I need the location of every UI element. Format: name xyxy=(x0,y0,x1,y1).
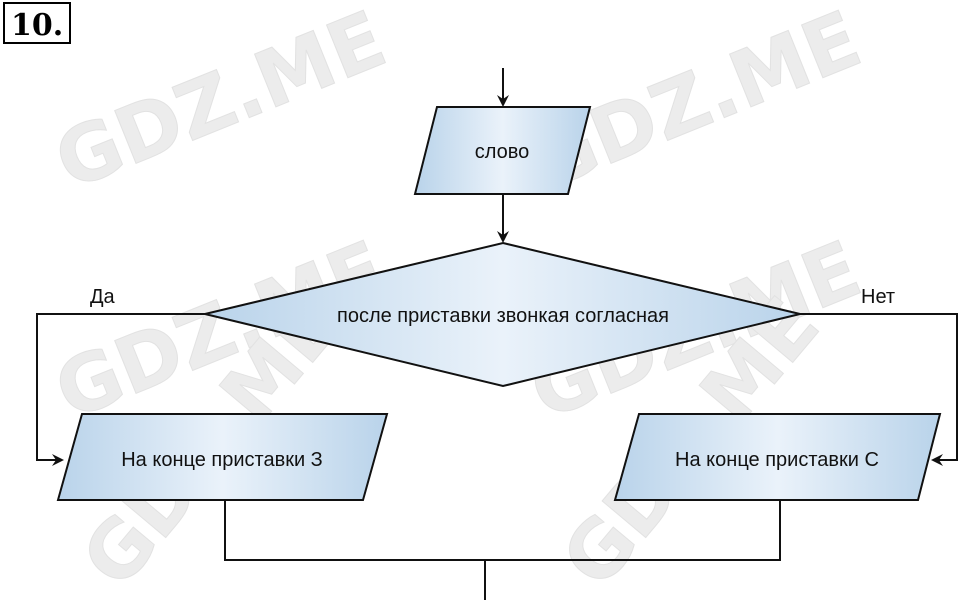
no-output-label: На конце приставки С xyxy=(675,449,879,471)
no-branch-line xyxy=(800,313,958,466)
input-label: слово xyxy=(475,141,530,163)
svg-text:GDZ.ME: GDZ.ME xyxy=(43,0,397,208)
yes-label: Да xyxy=(90,286,116,308)
task-number-box: 10. xyxy=(3,2,71,44)
yes-output-block: На конце приставки З xyxy=(56,413,389,501)
task-number: 10. xyxy=(11,8,63,43)
no-output-block: На конце приставки С xyxy=(613,413,942,501)
yes-output-label: На конце приставки З xyxy=(121,449,323,471)
merge-line xyxy=(224,500,781,561)
input-block: слово xyxy=(413,106,592,195)
decision-label: после приставки звонкая согласная xyxy=(337,305,669,327)
decision-block: после приставки звонкая согласная xyxy=(204,241,801,388)
no-label: Нет xyxy=(861,286,895,308)
yes-branch-line xyxy=(36,313,205,466)
